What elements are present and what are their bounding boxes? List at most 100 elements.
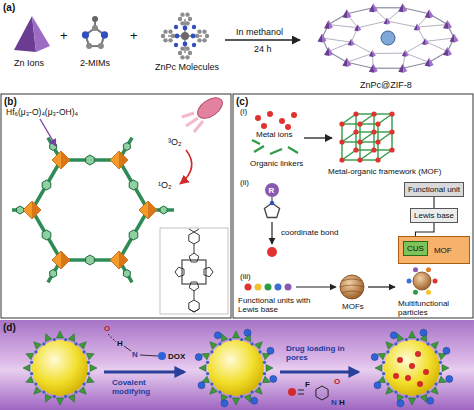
linker-atom [439,361,442,364]
metal-node [357,139,362,144]
functional-unit-box: Functional unit [404,182,464,197]
text-label: N [132,350,138,359]
panel-label: (c) [236,96,248,108]
zn-tetrahedron [429,9,434,18]
bond [140,355,158,356]
linker [372,53,405,54]
zn-tetrahedron [387,18,391,25]
linker-atom [30,372,33,375]
zn-tetrahedron [398,64,403,73]
bond [108,334,116,342]
benzene-ring [160,206,167,214]
carbon-atom [202,29,206,33]
dox-molecule [195,354,202,361]
pyrrole-ring [175,267,184,277]
linker [387,21,417,27]
organic-linker [342,159,360,160]
zn-cluster [34,342,41,349]
zn-cluster [26,376,34,382]
panel-label: (iii) [240,272,251,281]
metal-node [389,111,394,116]
drug-loading-scheme [23,329,453,407]
zn-tetrahedron [358,24,362,31]
equals-sign [298,394,304,395]
mof-particle [340,275,364,299]
znpc-guest [381,31,395,45]
panel-background [0,320,474,410]
bond [124,346,131,351]
metal-ion [285,124,291,130]
panel-label: (d) [3,322,16,334]
box-text: Lewis base [414,211,454,220]
zn-cluster [233,398,240,405]
organic-linker [374,113,392,114]
pyrrole-ring [189,282,199,291]
zn-tetrahedron [414,24,418,31]
zn-tetrahedron [347,58,352,67]
functional-unit [245,284,252,291]
dox-molecule [251,397,258,404]
zn-tetrahedron [454,34,459,43]
text-label: Organic linkers [250,159,303,168]
zn-cluster [262,353,270,359]
metal-ion [267,247,277,257]
zn-cluster [255,342,262,349]
linker-atom [259,383,262,386]
organic-linker [359,124,360,142]
zn-tetrahedron [324,47,329,56]
linker-atom [87,372,90,375]
carbon-atom [185,46,189,50]
process-arrow [304,137,332,138]
panel-label: (ii) [240,178,249,187]
linker-atom [382,372,385,375]
linker-atom [34,350,37,353]
linker-atom [206,372,209,375]
zn-tetrahedron [354,24,358,31]
linker-atom [427,342,430,345]
organic-linker [355,132,356,150]
box-text: MOF [434,246,466,255]
zn-tetrahedron [417,24,421,31]
zn-cluster [79,387,86,394]
text-label: ¹O₂ [158,180,172,190]
text-label: H [117,339,123,348]
zn-cluster [386,387,393,394]
dox-molecule [427,397,434,404]
metal-ion [279,118,285,124]
functional-unit [413,267,418,272]
zn-tetrahedron [372,50,376,57]
zn-cluster [199,365,206,372]
zn-tetrahedron [14,16,50,52]
zn-cluster [431,387,438,394]
nitrogen-atom [183,26,188,31]
carbon-atom [180,21,184,25]
carbon-atom [195,34,199,38]
nitrogen-atom [174,25,178,29]
lewis-base-box: Lewis base [410,208,458,223]
linker [373,68,402,69]
zn-tetrahedron [329,47,334,56]
linker-atom [83,383,86,386]
dox-molecule [270,375,277,382]
metal-node [375,157,380,162]
mof-particle [413,272,431,290]
organic-linker [360,123,378,124]
text-label: Functional units with Lewis base [238,296,330,314]
drug-molecule [417,381,423,387]
carbon-atom [188,17,192,21]
functional-unit [275,284,282,291]
zn-tetrahedron [384,18,388,25]
carbon-atom [205,34,209,38]
cus-site-box: CUS [403,241,428,256]
zn-cluster [23,365,30,372]
linker [417,25,447,28]
benzene-ring [123,270,130,278]
linker-atom [251,391,254,394]
zn-cluster [90,365,97,372]
benzene-ring [129,230,138,240]
metal-ion [267,111,273,117]
hf-cluster [61,251,70,269]
linker-atom [53,338,56,341]
functional-unit [413,290,418,295]
zn-cluster [57,331,64,338]
